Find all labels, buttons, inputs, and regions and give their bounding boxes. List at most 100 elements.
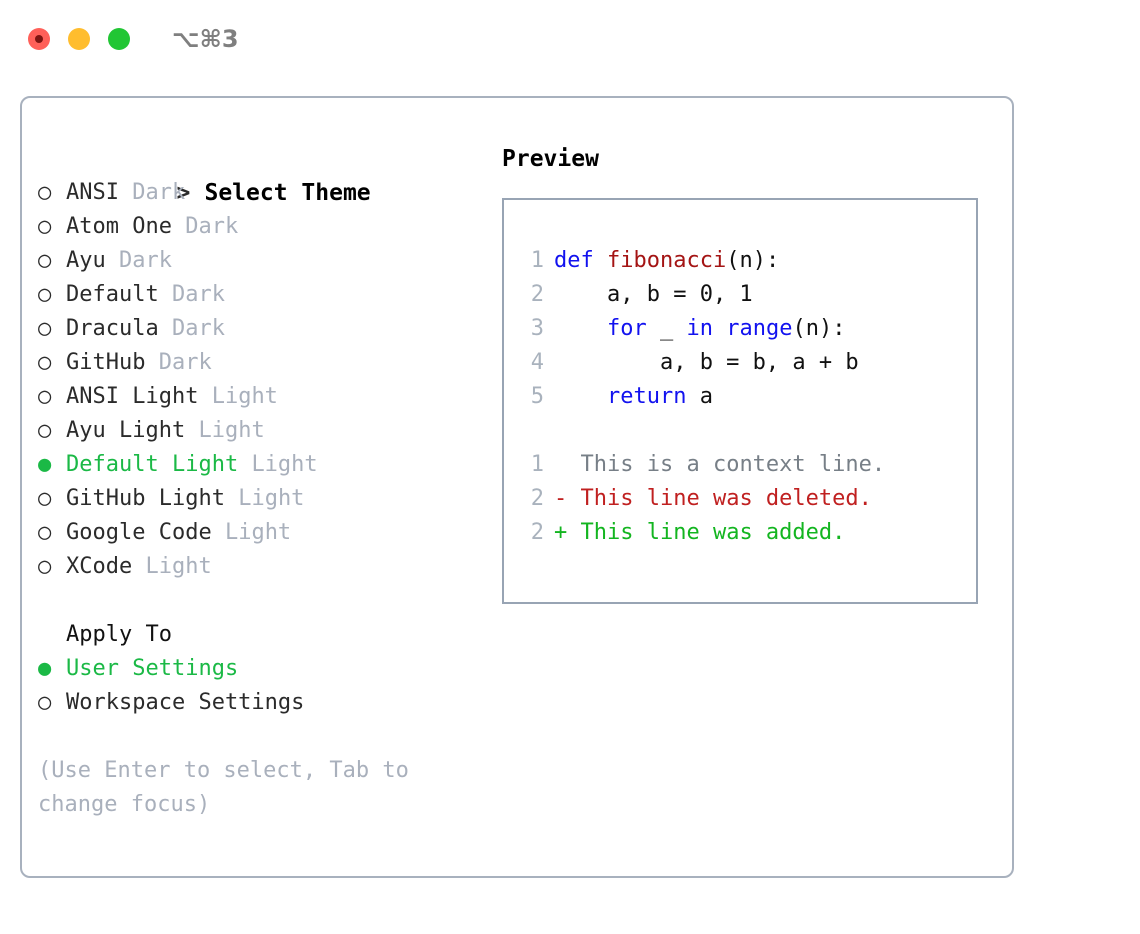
theme-kind: Light: [224, 520, 292, 545]
diff-line-added: 2 + This line was added.: [516, 516, 976, 550]
code-token-plain: _: [646, 316, 687, 341]
radio-unselected-icon[interactable]: ○: [38, 418, 52, 443]
line-number: 3: [530, 316, 544, 341]
line-number: 1: [530, 248, 544, 273]
diff-sign: -: [554, 486, 581, 511]
radio-unselected-icon[interactable]: ○: [38, 554, 52, 579]
theme-kind: Light: [145, 554, 212, 579]
minimize-button-icon[interactable]: [68, 28, 90, 50]
theme-kind: Light: [238, 486, 305, 511]
radio-selected-icon[interactable]: ●: [38, 656, 52, 681]
list-item[interactable]: ○Ayu Light Light: [38, 414, 478, 448]
apply-to-label: User Settings: [66, 656, 239, 681]
list-item[interactable]: ○Dracula Dark: [38, 312, 478, 346]
code-line: 5 return a: [516, 380, 976, 414]
code-token-plain: [554, 384, 607, 409]
theme-name: Google Code: [66, 520, 212, 545]
line-number: 2: [530, 520, 544, 545]
code-line: 4 a, b = b, a + b: [516, 346, 976, 380]
code-token-function: fibonacci: [606, 248, 727, 273]
code-token-keyword: return: [606, 384, 687, 409]
list-item[interactable]: ○GitHub Light Light: [38, 482, 478, 516]
theme-kind: Dark: [119, 248, 172, 273]
keyboard-hint-text: (Use Enter to select, Tab to change focu…: [38, 758, 423, 817]
theme-name: ANSI: [66, 180, 119, 205]
select-theme-header-label: Select Theme: [204, 180, 371, 206]
code-token-plain: (n):: [792, 316, 846, 341]
radio-unselected-icon[interactable]: ○: [38, 350, 52, 375]
list-item[interactable]: ○ ANSI Light Light: [38, 380, 478, 414]
panel-columns: >Select Theme ○ANSI Dark ○Atom One Dark …: [22, 98, 1012, 876]
line-number: 1: [530, 452, 544, 477]
theme-kind: Dark: [171, 316, 225, 341]
list-item[interactable]: ○ ANSI Dark: [38, 176, 478, 210]
theme-name: Default Light: [66, 452, 239, 477]
theme-name: ANSI Light: [66, 384, 199, 409]
preview-title: Preview: [502, 146, 599, 172]
code-blank-line: [516, 414, 976, 448]
section-spacer: [38, 584, 478, 618]
list-item[interactable]: ○ Google Code Light: [38, 516, 478, 550]
theme-picker-column: >Select Theme ○ANSI Dark ○Atom One Dark …: [38, 142, 478, 822]
select-theme-header: > Select Theme: [38, 142, 478, 206]
close-button-icon[interactable]: [28, 28, 50, 50]
diff-text: This line was deleted.: [580, 486, 872, 511]
keyboard-shortcut-label: ⌥⌘3: [172, 25, 239, 53]
prompt-caret-icon: >: [176, 180, 191, 206]
radio-unselected-icon[interactable]: ○: [38, 180, 52, 205]
theme-name: GitHub: [66, 350, 146, 375]
theme-kind: Light: [251, 452, 318, 477]
apply-to-header: Apply To: [38, 618, 478, 652]
radio-unselected-icon[interactable]: ○: [38, 214, 52, 239]
theme-kind: Dark: [132, 180, 186, 205]
theme-name: XCode: [66, 554, 133, 579]
radio-unselected-icon[interactable]: ○: [38, 690, 52, 715]
list-item-selected[interactable]: ● Default Light Light: [38, 448, 478, 482]
diff-text: This line was added.: [580, 520, 846, 545]
diff-sign: [554, 452, 581, 477]
line-number: 2: [530, 282, 544, 307]
radio-unselected-icon[interactable]: ○: [38, 520, 52, 545]
theme-kind: Dark: [185, 214, 239, 239]
radio-selected-icon[interactable]: ●: [38, 452, 52, 477]
radio-unselected-icon[interactable]: ○: [38, 384, 52, 409]
apply-to-item-selected[interactable]: ● User Settings: [38, 652, 478, 686]
code-line: 3 for _ in range(n):: [516, 312, 976, 346]
code-token-plain: a: [686, 384, 713, 409]
maximize-button-icon[interactable]: [108, 28, 130, 50]
list-item[interactable]: ○ Default Dark: [38, 278, 478, 312]
theme-kind: Light: [198, 418, 265, 443]
code-token-plain: a, b = b, a + b: [554, 350, 859, 375]
apply-to-header-label: Apply To: [66, 622, 172, 647]
list-item[interactable]: ○GitHub Dark: [38, 346, 478, 380]
radio-unselected-icon[interactable]: ○: [38, 248, 52, 273]
theme-kind: Light: [211, 384, 278, 409]
line-number: 4: [530, 350, 544, 375]
apply-to-item[interactable]: ○ Workspace Settings: [38, 686, 478, 720]
list-item[interactable]: ○ Ayu Dark: [38, 244, 478, 278]
radio-unselected-icon[interactable]: ○: [38, 282, 52, 307]
traffic-light-group: [28, 28, 130, 50]
radio-unselected-icon[interactable]: ○: [38, 316, 52, 341]
code-token-plain: (n):: [726, 248, 780, 273]
diff-text: This is a context line.: [580, 452, 886, 477]
apply-to-label: Workspace Settings: [66, 690, 305, 715]
theme-name: Atom One: [66, 214, 172, 239]
line-number: 5: [530, 384, 544, 409]
diff-line-deleted: 2- This line was deleted.: [516, 482, 976, 516]
code-line: 1 def fibonacci(n):: [516, 244, 976, 278]
diff-sign: +: [554, 520, 581, 545]
code-token-plain: a, b = 0, 1: [554, 282, 753, 307]
code-token-keyword: in: [686, 316, 713, 341]
list-item[interactable]: ○ Atom One Dark: [38, 210, 478, 244]
theme-kind: Dark: [171, 282, 225, 307]
theme-name: Ayu: [66, 248, 106, 273]
code-token-keyword: def: [554, 248, 607, 273]
list-item[interactable]: ○ XCode Light: [38, 550, 478, 584]
theme-name: Default: [66, 282, 159, 307]
line-number: 2: [530, 486, 544, 511]
radio-unselected-icon[interactable]: ○: [38, 486, 52, 511]
